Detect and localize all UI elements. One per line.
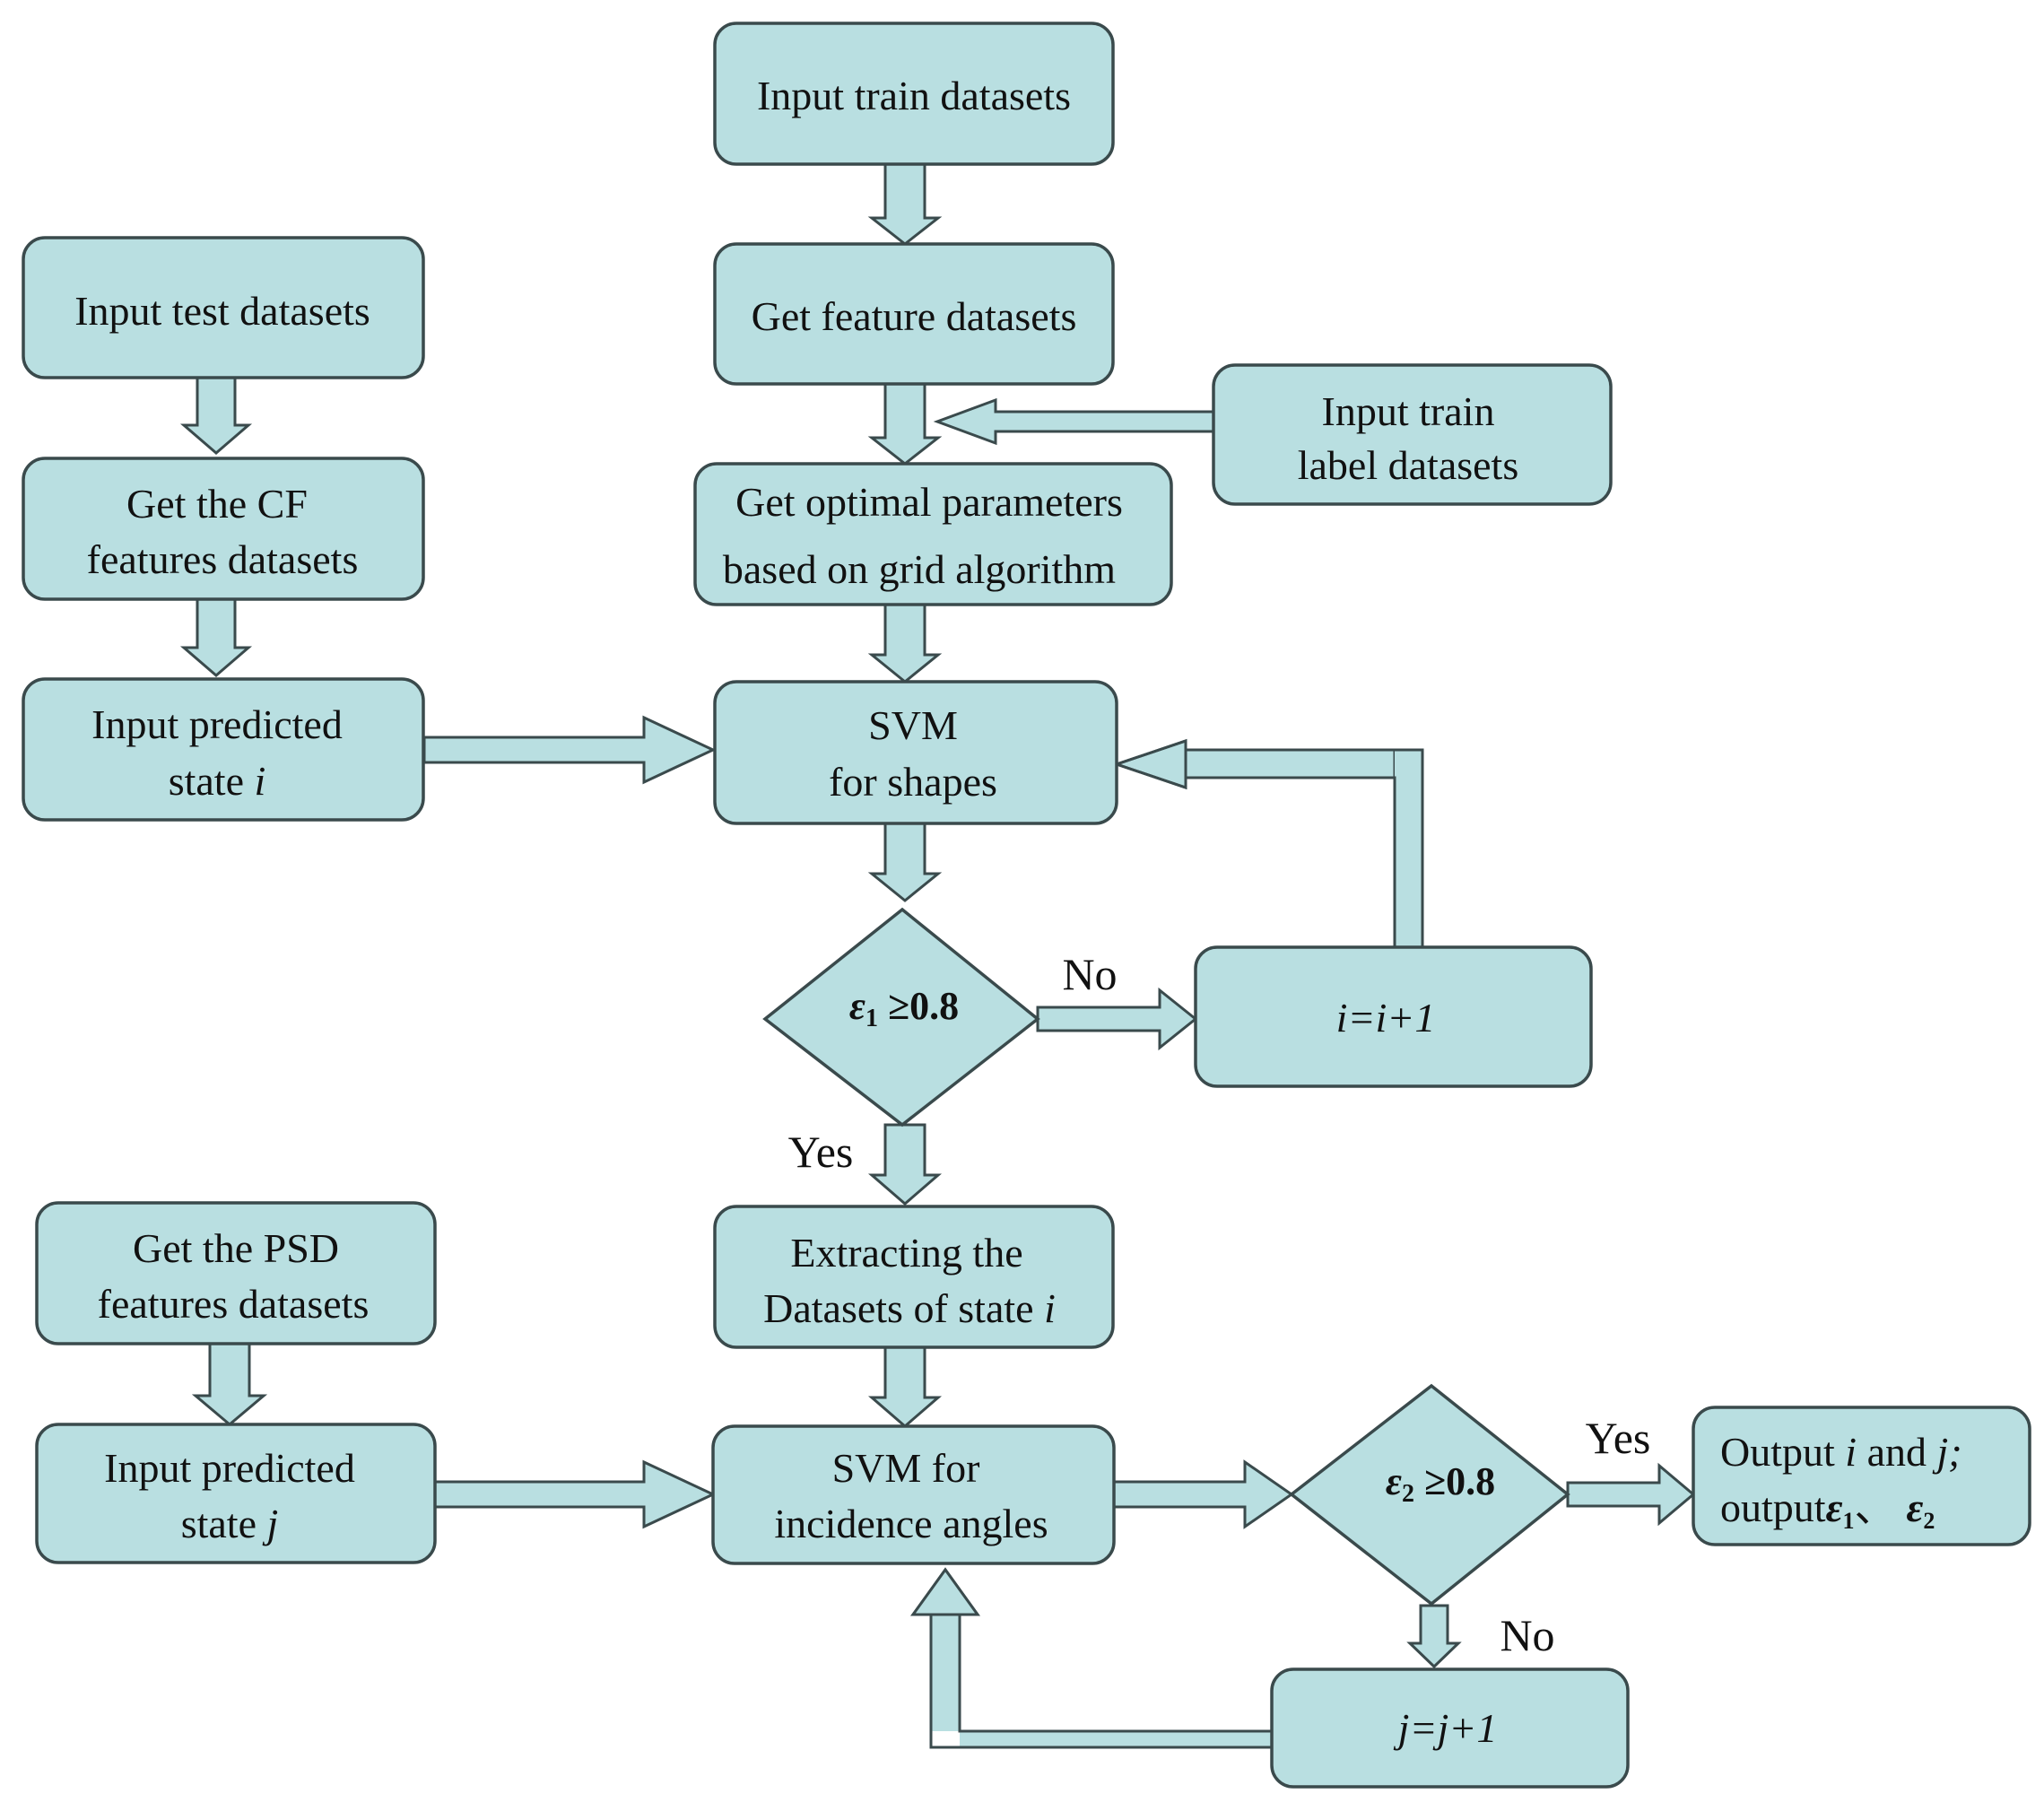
node-label-line-1: Input train — [1322, 388, 1495, 434]
decision-condition: ε1 ≥0.8 — [849, 984, 959, 1032]
node-label-line-1: SVM for — [832, 1445, 980, 1491]
arrow-incr-j-loop-head — [910, 1567, 980, 1616]
node-input-predicted-state-i: Input predicted state i — [22, 677, 425, 822]
label-no-decision1: No — [1062, 949, 1117, 999]
label-yes-decision1: Yes — [788, 1127, 854, 1177]
connectors — [179, 162, 1696, 1749]
arrow-incr-i-loop-to-svm-shapes — [1112, 738, 1424, 949]
node-label-line-1: Extracting the — [790, 1230, 1022, 1276]
node-label-line-2: label datasets — [1298, 442, 1519, 488]
node-label: Input train datasets — [757, 73, 1071, 118]
node-label: Get feature datasets — [752, 293, 1077, 339]
node-input-train-label-datasets: Input train label datasets — [1212, 363, 1613, 506]
arrow-decision2-to-incr-j — [1406, 1604, 1462, 1669]
node-label-line-2: features datasets — [87, 536, 359, 582]
node-output: Output i and j; outputε1、ε2 — [1692, 1406, 2031, 1546]
node-extracting-datasets: Extracting the Datasets of state i — [713, 1205, 1115, 1349]
arrow-svm-angles-to-decision2 — [1112, 1459, 1294, 1529]
node-input-predicted-state-j: Input predicted state j — [35, 1423, 437, 1564]
node-label-line-1: Get optimal parameters — [735, 479, 1123, 525]
node-label-line-1: Output i and j; — [1720, 1429, 1962, 1475]
arrow-decision1-to-incr-i — [1036, 987, 1198, 1051]
node-label-line-1: SVM — [868, 702, 958, 748]
node-increment-i: i=i+1 — [1194, 945, 1593, 1088]
arrow-test-to-cf — [179, 376, 253, 455]
label-yes-decision2: Yes — [1586, 1413, 1651, 1463]
node-get-cf-features: Get the CF features datasets — [22, 457, 425, 601]
arrow-cf-to-state-i — [179, 597, 253, 677]
arrow-state-i-to-svm-shapes — [422, 715, 717, 785]
arrow-label-to-optimal — [933, 397, 1215, 446]
arrow-optimal-to-svm-shapes — [867, 603, 943, 683]
label-no-decision2: No — [1500, 1610, 1554, 1660]
node-decision-epsilon-1: ε1 ≥0.8 — [762, 907, 1040, 1128]
arrow-incr-j-loop-fill — [931, 1615, 1272, 1747]
node-label-line-1: Input predicted — [91, 701, 343, 747]
edge-labels: No Yes Yes No — [788, 949, 1651, 1660]
nodes: Input train datasets Get feature dataset… — [22, 22, 2031, 1789]
node-label-line-2: Datasets of state i — [763, 1285, 1056, 1331]
decision-condition: ε2 ≥0.8 — [1386, 1459, 1495, 1508]
node-svm-for-incidence-angles: SVM for incidence angles — [711, 1424, 1116, 1565]
node-get-optimal-parameters: Get optimal parameters based on grid alg… — [693, 462, 1173, 606]
node-label-line-1: Input predicted — [104, 1445, 355, 1491]
node-label-line-1: Get the PSD — [133, 1225, 339, 1271]
arrow-decision2-to-output — [1566, 1462, 1696, 1527]
node-label-line-1: Get the CF — [126, 481, 308, 527]
arrow-extract-to-svm-angles — [867, 1345, 943, 1428]
node-label-line-2: features datasets — [98, 1281, 370, 1327]
arrow-incr-i-loop-cover — [1395, 750, 1422, 947]
node-get-feature-datasets: Get feature datasets — [713, 242, 1115, 386]
arrow-incr-j-loop-outline — [910, 1567, 1272, 1749]
node-label-line-2: outputε1、ε2 — [1720, 1484, 1935, 1534]
node-label-line-2: incidence angles — [774, 1501, 1048, 1546]
node-label-line-2: state j — [181, 1501, 279, 1546]
node-label: j=j+1 — [1394, 1705, 1498, 1751]
node-input-train-datasets: Input train datasets — [713, 22, 1115, 166]
node-input-test-datasets: Input test datasets — [22, 236, 425, 379]
node-label-line-2: based on grid algorithm — [723, 546, 1116, 592]
node-increment-j: j=j+1 — [1270, 1667, 1630, 1789]
node-label: Input test datasets — [74, 288, 370, 334]
arrow-state-j-to-svm-angles — [433, 1459, 717, 1529]
node-get-psd-features: Get the PSD features datasets — [35, 1201, 437, 1345]
node-label-line-2: state i — [169, 758, 266, 804]
arrow-psd-to-state-j — [191, 1342, 268, 1426]
node-label-line-2: for shapes — [829, 759, 997, 805]
arrow-feature-to-optimal — [867, 382, 943, 466]
node-label: i=i+1 — [1336, 995, 1436, 1040]
arrow-train-to-feature — [867, 162, 943, 246]
node-svm-for-shapes: SVM for shapes — [713, 680, 1118, 825]
arrow-svm-shapes-to-decision1 — [867, 822, 943, 902]
node-decision-epsilon-2: ε2 ≥0.8 — [1289, 1383, 1570, 1606]
arrow-decision1-to-extract — [867, 1123, 943, 1206]
